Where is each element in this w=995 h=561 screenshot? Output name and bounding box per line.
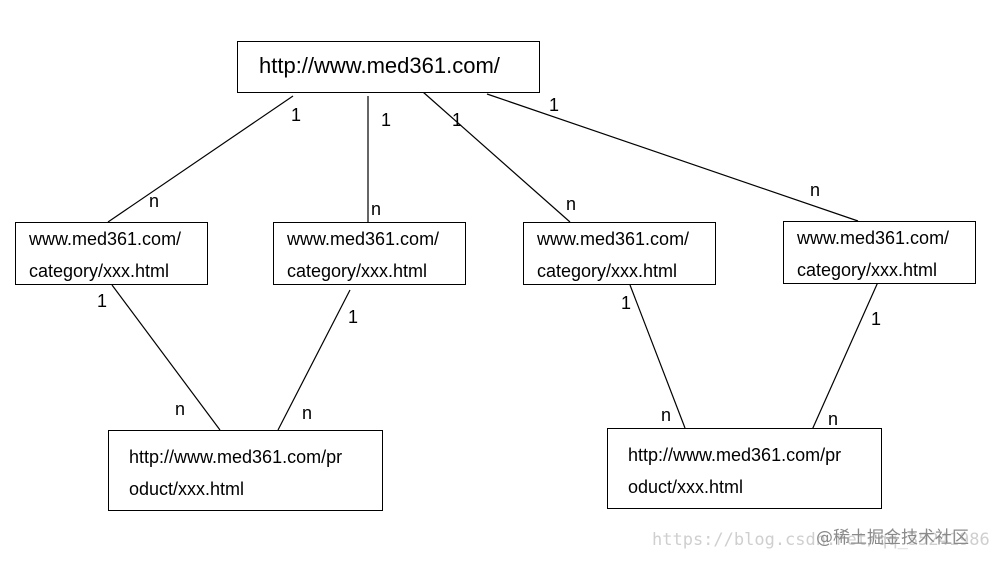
category-node-1: www.med361.com/ category/xxx.html	[15, 222, 208, 285]
category-node-line1: www.med361.com/	[287, 229, 440, 249]
root-node-label: http://www.med361.com/	[259, 53, 500, 78]
cardinality-one-label: 1	[348, 307, 359, 327]
cardinality-one-label: 1	[549, 95, 560, 115]
product-node-line1: http://www.med361.com/pr	[129, 447, 343, 467]
edge-category-1-product-1	[111, 284, 221, 431]
edge-category-3-product-2	[629, 284, 686, 429]
cardinality-many-label: n	[149, 191, 160, 211]
cardinality-one-label: 1	[621, 293, 632, 313]
edge-category-4-product-2	[811, 281, 879, 431]
category-node-line1: www.med361.com/	[797, 228, 950, 248]
edge-root-category-1	[107, 95, 294, 223]
category-node-4: www.med361.com/ category/xxx.html	[783, 221, 976, 284]
watermark-url: https://blog.csdn.net/qq_35241986	[652, 530, 990, 550]
category-node-line2: category/xxx.html	[797, 260, 938, 280]
edge-root-category-4	[486, 93, 859, 222]
product-node-line2: oduct/xxx.html	[129, 479, 245, 499]
cardinality-one-label: 1	[97, 291, 108, 311]
category-node-line1: www.med361.com/	[29, 229, 182, 249]
category-node-line2: category/xxx.html	[287, 261, 428, 281]
cardinality-many-label: n	[371, 199, 382, 219]
category-node-line2: category/xxx.html	[29, 261, 170, 281]
cardinality-one-label: 1	[871, 309, 882, 329]
category-node-line1: www.med361.com/	[537, 229, 690, 249]
cardinality-many-label: n	[661, 405, 672, 425]
root-node: http://www.med361.com/	[237, 41, 540, 93]
product-node-line2: oduct/xxx.html	[628, 477, 744, 497]
product-node-line1: http://www.med361.com/pr	[628, 445, 842, 465]
edge-category-2-product-1	[277, 289, 351, 431]
cardinality-many-label: n	[828, 409, 839, 429]
cardinality-many-label: n	[810, 180, 821, 200]
cardinality-many-label: n	[175, 399, 186, 419]
product-node-2: http://www.med361.com/pr oduct/xxx.html	[607, 428, 882, 509]
watermark-badge: @稀土掘金技术社区	[816, 528, 969, 548]
cardinality-one-label: 1	[452, 110, 463, 130]
cardinality-one-label: 1	[291, 105, 302, 125]
category-node-line2: category/xxx.html	[537, 261, 678, 281]
category-node-2: www.med361.com/ category/xxx.html	[273, 222, 466, 285]
category-node-3: www.med361.com/ category/xxx.html	[523, 222, 716, 285]
cardinality-many-label: n	[302, 403, 313, 423]
cardinality-one-label: 1	[381, 110, 392, 130]
product-node-1: http://www.med361.com/pr oduct/xxx.html	[108, 430, 383, 511]
edge-root-category-3	[422, 91, 571, 223]
cardinality-many-label: n	[566, 194, 577, 214]
